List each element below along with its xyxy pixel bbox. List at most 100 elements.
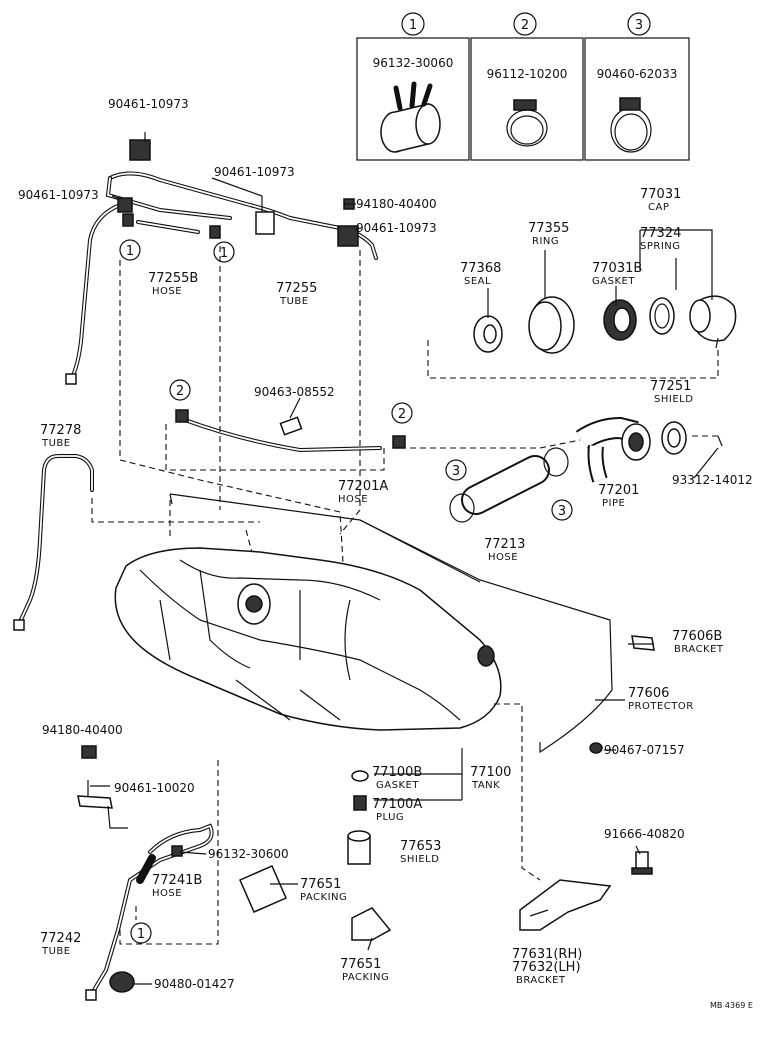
label-77213: 77213 — [484, 537, 525, 552]
clamp-type-box-2: 2 96112-10200 — [470, 12, 584, 161]
label-77368: 77368 — [460, 261, 501, 276]
label-77278: 77278 — [40, 423, 81, 438]
bracket-icon — [129, 139, 151, 161]
label-93312-14012: 93312-14012 — [672, 473, 753, 487]
label-hose: HOSE — [152, 286, 182, 297]
label-bracket: BRACKET — [516, 975, 566, 986]
svg-text:1: 1 — [126, 244, 134, 259]
label-plug: PLUG — [376, 812, 404, 823]
label-hose: HOSE — [152, 888, 182, 899]
label-77201A: 77201A — [338, 479, 388, 494]
label-94180-40400: 94180-40400 — [356, 197, 437, 211]
label-pipe: PIPE — [602, 498, 625, 509]
label-tube: TUBE — [41, 946, 71, 957]
label-77606B: 77606B — [672, 629, 722, 644]
label-77100B: 77100B — [372, 765, 422, 780]
label-seal: SEAL — [464, 276, 491, 287]
clamp-part-number: 90460-62033 — [597, 67, 678, 81]
clamp-part-number: 96112-10200 — [487, 67, 568, 81]
label-90461-10973: 90461-10973 — [108, 97, 189, 111]
clamp-screw-icon — [610, 97, 652, 153]
filler-cap-parts — [427, 229, 737, 379]
label-90480-01427: 90480-01427 — [154, 977, 235, 991]
label-77031B: 77031B — [592, 261, 642, 276]
label-tube: TUBE — [41, 438, 71, 449]
label-77631: 77631(RH) — [512, 947, 582, 962]
fuel-tank — [114, 547, 502, 731]
label-spring: SPRING — [640, 241, 681, 252]
label-90461-10973: 90461-10973 — [18, 188, 99, 202]
label-77255B: 77255B — [148, 271, 198, 286]
label-94180-40400: 94180-40400 — [42, 723, 123, 737]
filler-pipe-assembly — [165, 409, 723, 523]
svg-text:2: 2 — [176, 384, 184, 399]
label-91666-40820: 91666-40820 — [604, 827, 685, 841]
callout-3b: 3 — [551, 499, 573, 521]
clamp-part-number: 96132-30060 — [373, 56, 454, 70]
label-77242: 77242 — [40, 931, 81, 946]
label-77651: 77651 — [300, 877, 341, 892]
svg-text:2: 2 — [398, 407, 406, 422]
svg-text:1: 1 — [220, 246, 228, 261]
evap-tube-assembly — [65, 132, 378, 385]
label-cap: CAP — [648, 202, 669, 213]
clamp-type-box-1: 1 96132-30060 — [356, 12, 470, 161]
label-shield: SHIELD — [654, 394, 693, 405]
label-77355: 77355 — [528, 221, 569, 236]
label-96132-30600: 96132-30600 — [208, 847, 289, 861]
callout-1a: 1 — [119, 239, 141, 261]
label-bracket: BRACKET — [674, 644, 724, 655]
callout-3a: 3 — [445, 459, 467, 481]
label-77251: 77251 — [650, 379, 691, 394]
label-90461-10973: 90461-10973 — [356, 221, 437, 235]
label-77606: 77606 — [628, 686, 669, 701]
svg-text:3: 3 — [558, 504, 566, 519]
label-77100: 77100 — [470, 765, 511, 780]
label-90463-08552: 90463-08552 — [254, 385, 335, 399]
clamp-band-icon — [506, 99, 548, 147]
label-77653: 77653 — [400, 839, 441, 854]
label-77241B: 77241B — [152, 873, 202, 888]
label-hose: HOSE — [338, 494, 368, 505]
label-77031: 77031 — [640, 187, 681, 202]
protector-plate — [169, 493, 655, 881]
clamp-type-box-3: 3 90460-62033 — [584, 12, 690, 161]
label-tank: TANK — [471, 780, 500, 791]
label-77201: 77201 — [598, 483, 639, 498]
tank-bottom-parts — [239, 742, 653, 941]
label-90467-07157: 90467-07157 — [604, 743, 685, 757]
label-77651: 77651 — [340, 957, 381, 972]
callout-2b: 2 — [391, 402, 413, 424]
label-77324: 77324 — [640, 226, 681, 241]
label-gasket: GASKET — [592, 276, 635, 287]
reference-code: MB 4369 E — [710, 1001, 753, 1010]
label-shield: SHIELD — [400, 854, 439, 865]
callout-1b: 1 — [213, 241, 235, 263]
label-gasket: GASKET — [376, 780, 419, 791]
label-77632: 77632(LH) — [512, 960, 581, 975]
label-77255: 77255 — [276, 281, 317, 296]
part-labels: 90461-10973 90461-10973 90461-10973 9418… — [18, 97, 753, 1010]
lower-tube-assembly — [77, 745, 219, 1001]
label-90461-10020: 90461-10020 — [114, 781, 195, 795]
label-77100A: 77100A — [372, 797, 422, 812]
clamp-clip-icon — [380, 81, 441, 153]
svg-text:3: 3 — [452, 464, 460, 479]
svg-text:1: 1 — [137, 927, 145, 942]
label-packing: PACKING — [342, 972, 389, 983]
tube-77278 — [13, 454, 260, 631]
clamp-type-number: 3 — [635, 18, 643, 33]
callout-2a: 2 — [169, 379, 191, 401]
label-ring: RING — [532, 236, 559, 247]
label-hose: HOSE — [488, 552, 518, 563]
clamp-type-number: 1 — [409, 18, 417, 33]
label-packing: PACKING — [300, 892, 347, 903]
callout-1c: 1 — [130, 922, 152, 944]
label-90461-10973: 90461-10973 — [214, 165, 295, 179]
leader-lines — [90, 177, 719, 985]
label-tube: TUBE — [279, 296, 309, 307]
label-protector: PROTECTOR — [628, 701, 694, 712]
clamp-type-number: 2 — [521, 18, 529, 33]
